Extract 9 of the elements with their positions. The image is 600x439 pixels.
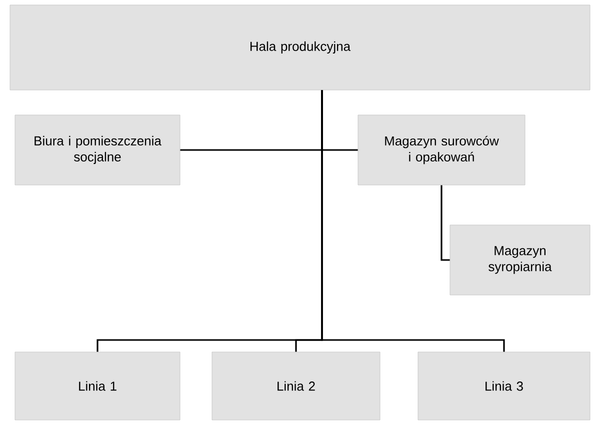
process-box: Linia 2 [212,352,380,420]
process-box: Magazyn surowców i opakowań [358,114,526,186]
process-box: Linia 1 [14,352,180,420]
process-box: Biura i pomieszczenia socjalne [14,114,180,186]
process-box: Linia 3 [418,352,590,420]
connector-line [321,90,505,352]
process-box: Hala produkcyjna [10,4,590,90]
connector-line [440,185,450,261]
process-box: Magazyn syropiarnia [450,224,590,296]
